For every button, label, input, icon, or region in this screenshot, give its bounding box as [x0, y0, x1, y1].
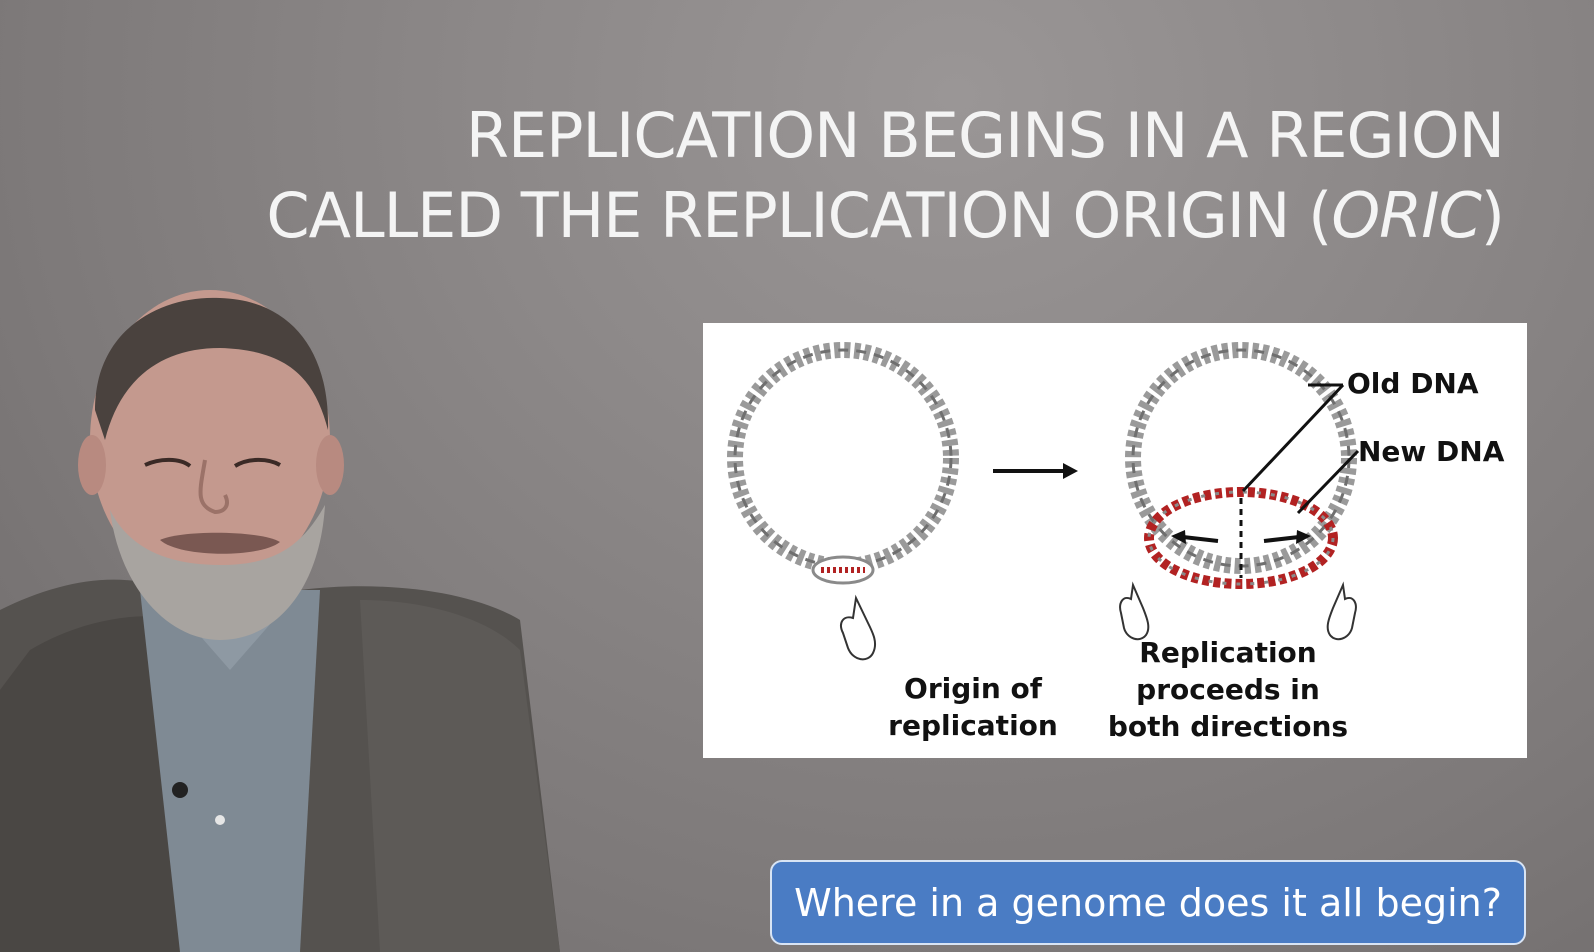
slide-title-line-2-suffix: ): [1480, 179, 1505, 252]
label-old-dna: Old DNA: [1347, 367, 1479, 400]
replication-diagram: [727, 342, 1360, 661]
pointing-hand-icon: [1326, 581, 1357, 641]
label-origin-of-replication: Origin of replication: [888, 672, 1058, 742]
chromosome-before: [727, 342, 959, 585]
slide-title-oric: ORIC: [1331, 179, 1481, 252]
label-leaders: [1241, 383, 1360, 515]
slide-title-line-1: REPLICATION BEGINS IN A REGION: [465, 99, 1505, 172]
chromosome-replicating: [1125, 342, 1357, 589]
label-replication-proceeds: Replication proceeds in both directions: [1107, 636, 1349, 743]
question-banner: Where in a genome does it all begin?: [770, 860, 1526, 945]
presenter-video: [0, 290, 560, 952]
slide-title-line-2: CALLED THE REPLICATION ORIGIN (ORIC): [266, 176, 1505, 256]
replication-figure: Origin of replication Replication procee…: [703, 323, 1527, 758]
transition-arrow: [993, 463, 1078, 479]
pointing-hand-icon: [1119, 581, 1150, 641]
pointing-hand-icon: [840, 594, 877, 661]
label-new-dna: New DNA: [1358, 435, 1505, 468]
slide-title: REPLICATION BEGINS IN A REGION CALLED TH…: [266, 96, 1505, 256]
slide-title-line-2-prefix: CALLED THE REPLICATION ORIGIN (: [266, 179, 1332, 252]
